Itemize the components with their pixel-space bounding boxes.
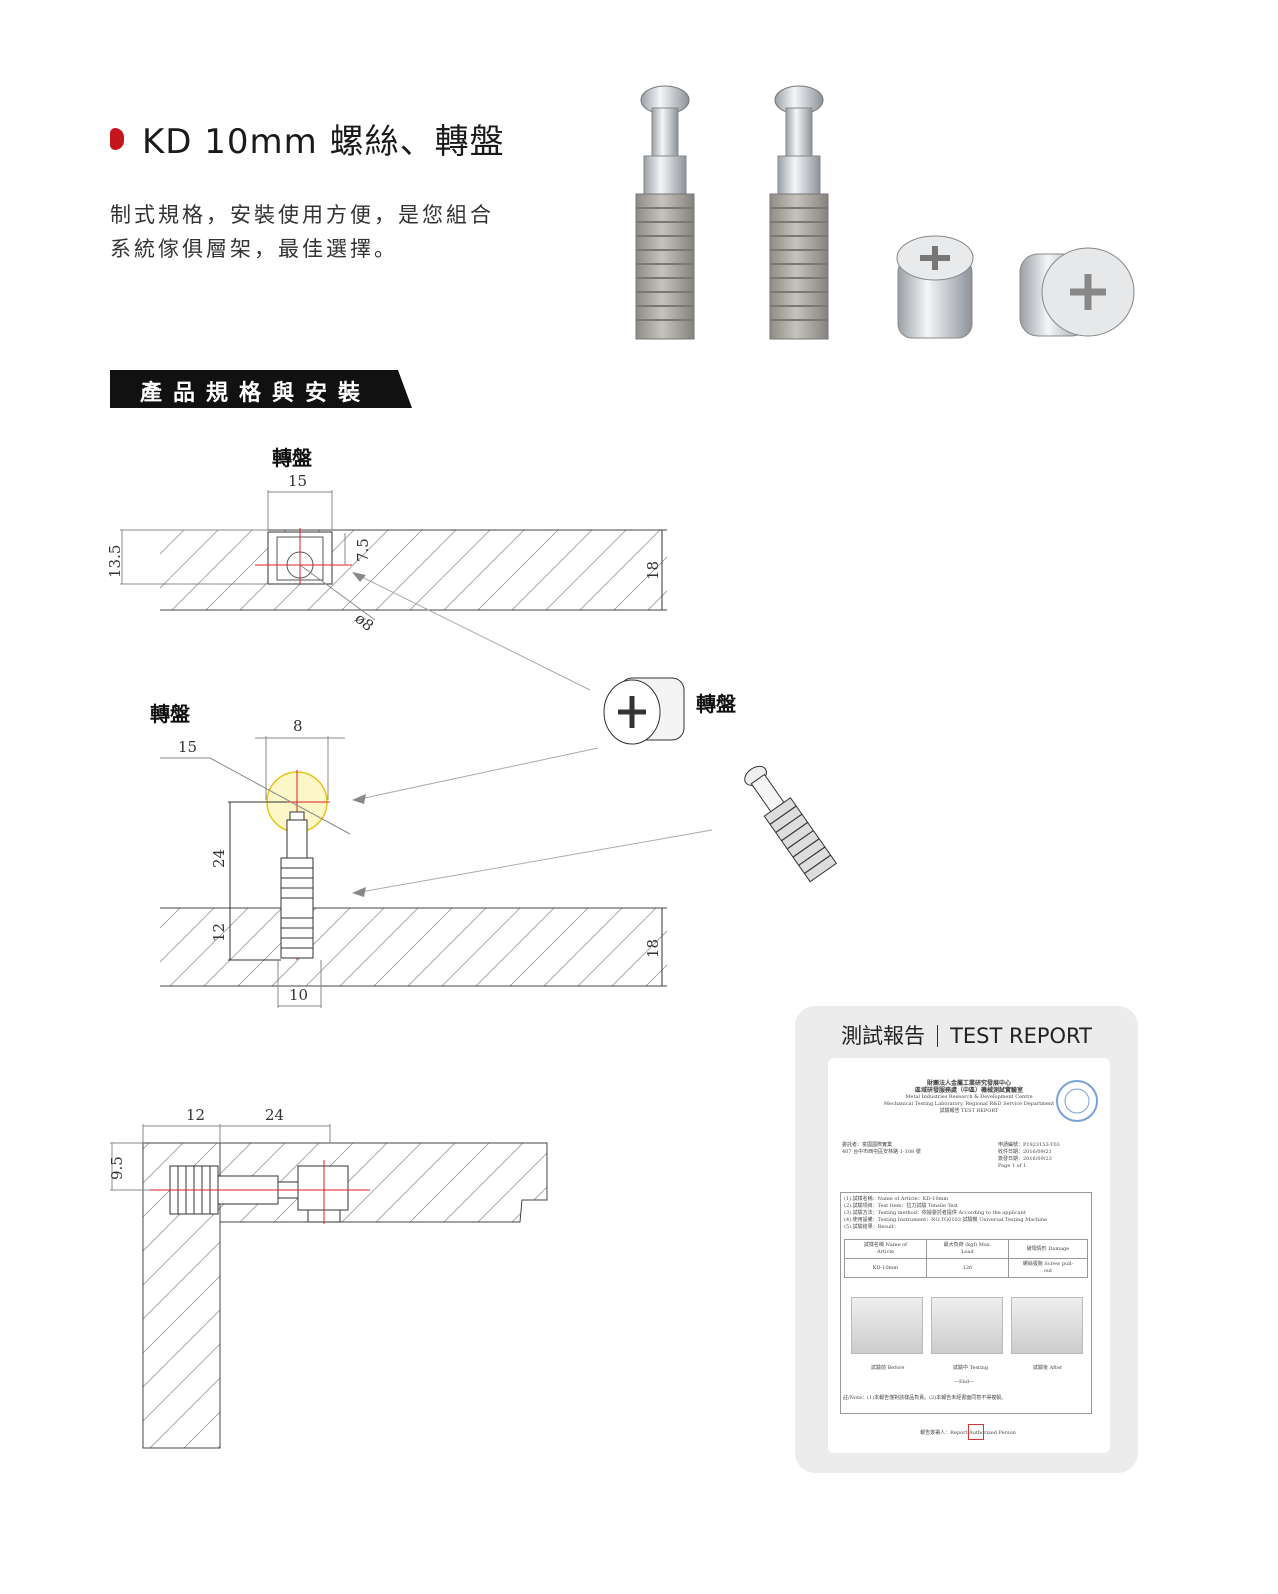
screw-illustration (744, 765, 838, 883)
title-row: KD 10mm 螺絲、轉盤 (110, 114, 505, 163)
dim-13-5: 13.5 (106, 545, 124, 578)
report-end: —End— (953, 1379, 975, 1385)
report-th-load: 最大負荷 (kgf) Max. Load (925, 1239, 1009, 1259)
report-th-article: 試樣名稱 Name of Article (844, 1239, 927, 1259)
report-td-article: KD-10mm (844, 1258, 927, 1278)
dim-9-5: 9.5 (108, 1156, 126, 1180)
page-title: KD 10mm 螺絲、轉盤 (142, 122, 505, 162)
report-result: (5).試驗結果：Result： (844, 1224, 899, 1230)
report-applicant: 委託者：富國國際實業 (842, 1142, 893, 1148)
report-application-no: 申請編號：P1923153-T03 (998, 1142, 1060, 1148)
report-caption-after: 試驗後 After (1033, 1365, 1063, 1371)
drawing-corner-joint: 12 24 9.5 (108, 1106, 548, 1449)
screw-image-2 (769, 85, 829, 340)
report-title-zh: 測試報告 (841, 1024, 926, 1048)
report-org-zh-2: 區域研發服務處（中區）機械測試實驗室 (914, 1087, 1023, 1094)
report-th-damage: 破壞情形 Damage (1007, 1239, 1089, 1259)
report-org-en-1: Metal Industries Research & Development … (905, 1094, 1033, 1100)
report-caption-before: 試驗前 Before (871, 1365, 905, 1371)
report-photo-testing (931, 1297, 1003, 1354)
description-line-1: 制式規格，安裝使用方便，是您組合 (110, 203, 494, 227)
description-line-2: 系統傢俱層架，最佳選擇。 (110, 237, 398, 261)
cam-image-1 (896, 235, 974, 339)
report-label: 試驗報告 TEST REPORT (939, 1108, 999, 1114)
screw-image-1 (635, 85, 695, 340)
report-article: (1).試樣名稱：Name of Article：KD-10mm (844, 1196, 949, 1202)
dim-12-b: 12 (186, 1106, 205, 1124)
dim-15-top: 15 (288, 472, 307, 490)
section-banner-bg (110, 370, 412, 408)
report-document: 財團法人金屬工業研究發展中心 區域研發服務處（中區）機械測試實驗室 Metal … (828, 1058, 1110, 1453)
test-report-title: 測試報告 TEST REPORT (795, 1020, 1138, 1050)
report-note: 註/Note：(1)本報告僅對該樣品負責。(2)本報告未經書面同意不得複製。 (843, 1395, 1007, 1401)
dim-18-a: 18 (644, 561, 662, 580)
section-banner: 產品規格與安裝 (140, 381, 372, 406)
report-address: 407 台中市西屯區安林路 1-108 號 (842, 1149, 921, 1155)
dim-18-b: 18 (644, 939, 662, 958)
report-test-item: (2).試驗項目：Test Item：拉力試驗 Tensile Test (844, 1203, 958, 1209)
dim-15-left: 15 (178, 738, 197, 756)
title-bullet-icon (110, 127, 124, 150)
cam-label-top: 轉盤 (272, 446, 312, 470)
dim-24-b: 24 (265, 1106, 284, 1124)
drawing-cam-section: 15 13.5 7.5 18 ø8 (106, 472, 667, 691)
drawing-screw-section: 8 15 24 12 18 10 (160, 717, 713, 1008)
dim-8: 8 (293, 717, 303, 735)
cam-illustration (603, 677, 685, 745)
cam-image-2 (1019, 247, 1135, 337)
report-instrument: (4).使用設備：Testing Instrument：NO.TG0103 試驗… (844, 1217, 1048, 1223)
report-td-damage: 螺絲拔脫 Screw pull-out (1007, 1258, 1089, 1278)
report-caption-testing: 試驗中 Testing (953, 1365, 989, 1371)
report-photo-before (851, 1297, 923, 1354)
product-photos (635, 85, 1135, 340)
report-stamp-icon (968, 1424, 984, 1440)
report-title-en: TEST REPORT (950, 1024, 1092, 1048)
report-received: 收件日期：2016/09/21 (998, 1149, 1052, 1155)
report-method: (3).試驗方法：Testing method：依據委託者提供 Accordin… (844, 1210, 1026, 1216)
report-seal-icon (1056, 1080, 1098, 1122)
report-org-en-2: Mechanical Testing Laboratory, Regional … (883, 1101, 1055, 1107)
report-issued: 簽發日期：2016/09/23 (998, 1156, 1052, 1162)
report-photo-after (1011, 1297, 1083, 1354)
cam-label-left: 轉盤 (150, 702, 190, 726)
dim-24: 24 (210, 849, 228, 868)
report-result-table: 試樣名稱 Name of Article 最大負荷 (kgf) Max. Loa… (844, 1239, 1089, 1278)
product-description: 制式規格，安裝使用方便，是您組合 系統傢俱層架，最佳選擇。 (110, 198, 530, 266)
dim-7-5: 7.5 (354, 538, 372, 562)
report-page: Page 1 of 1 (998, 1163, 1027, 1169)
dim-dia-8: ø8 (351, 609, 377, 635)
dim-12: 12 (210, 923, 228, 942)
report-org-zh-1: 財團法人金屬工業研究發展中心 (926, 1080, 1011, 1087)
dim-10: 10 (289, 986, 308, 1004)
cam-label-right: 轉盤 (696, 692, 736, 716)
report-td-load: 126 (925, 1258, 1009, 1278)
